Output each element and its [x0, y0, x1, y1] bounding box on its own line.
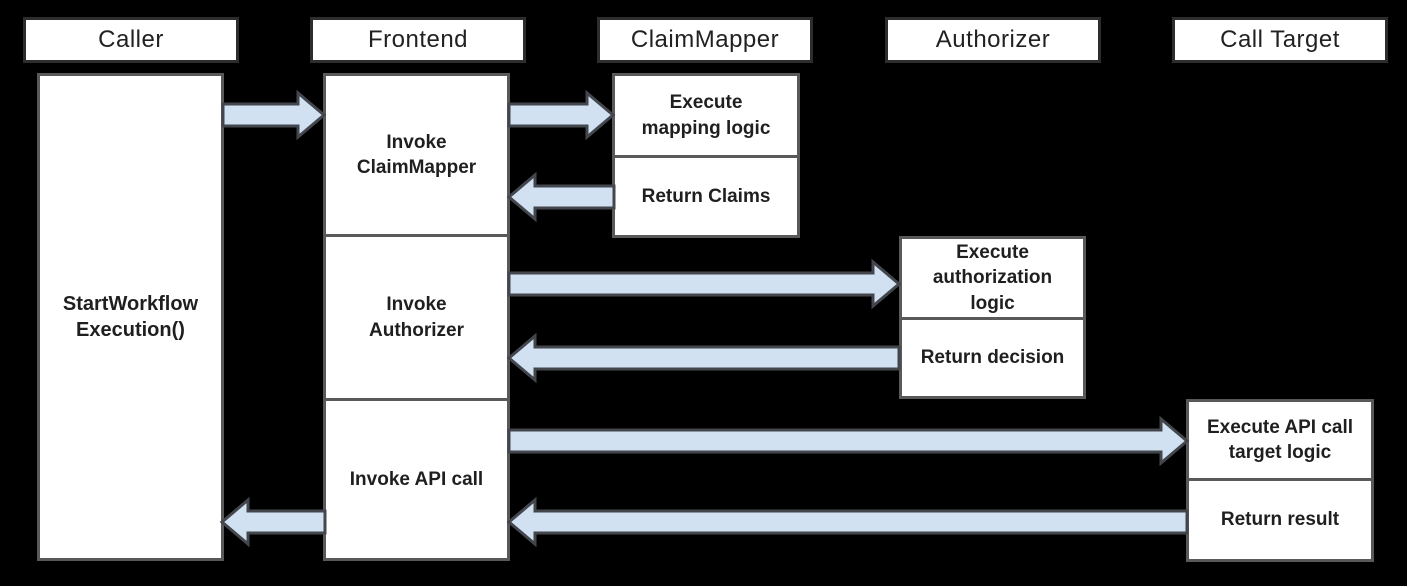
arrow-frontend-to-caller — [219, 496, 327, 548]
activation-return-decision: Return decision — [899, 317, 1086, 399]
activation-invoke-authorizer: Invoke Authorizer — [323, 234, 510, 401]
activation-return-claims: Return Claims — [612, 155, 800, 238]
lifeline-header-claimmapper: ClaimMapper — [597, 17, 813, 63]
arrow-frontend-to-claimmapper — [507, 89, 616, 141]
arrow-authorizer-to-frontend — [506, 332, 901, 384]
activation-execute-mapping-logic: Execute mapping logic — [612, 73, 800, 158]
activation-invoke-api-call: Invoke API call — [323, 398, 510, 561]
activation-execute-api-call-target-logic: Execute API call target logic — [1186, 399, 1374, 481]
lifeline-header-calltarget: Call Target — [1172, 17, 1388, 63]
activation-execute-authorization-logic: Execute authorization logic — [899, 236, 1086, 320]
arrow-frontend-to-calltarget — [507, 415, 1190, 467]
lifeline-header-authorizer: Authorizer — [885, 17, 1101, 63]
activation-invoke-claimmapper: Invoke ClaimMapper — [323, 73, 510, 237]
arrow-claimmapper-to-frontend — [506, 171, 616, 223]
activation-return-result: Return result — [1186, 478, 1374, 562]
arrow-calltarget-to-frontend — [506, 496, 1189, 548]
lifeline-header-frontend: Frontend — [310, 17, 526, 63]
arrow-frontend-to-authorizer — [507, 258, 902, 310]
arrow-caller-to-frontend — [221, 89, 327, 141]
lifeline-header-caller: Caller — [23, 17, 239, 63]
activation-startworkflowexecution: StartWorkflow Execution() — [37, 73, 224, 561]
